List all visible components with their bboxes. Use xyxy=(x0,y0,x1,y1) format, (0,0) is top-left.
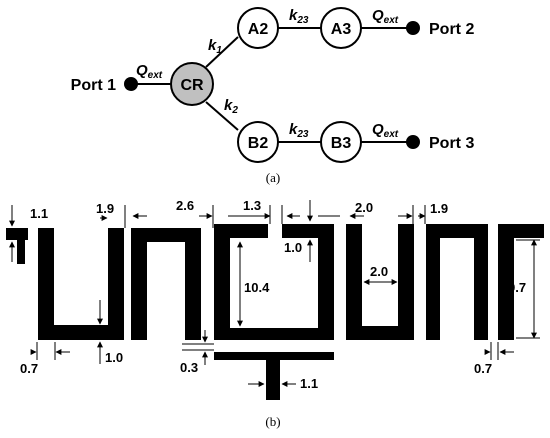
dim-1-0-bottom: 1.0 xyxy=(105,350,123,365)
port3-label: Port 3 xyxy=(429,135,474,152)
k23-label-top: k23 xyxy=(289,7,309,26)
res3-right-arm xyxy=(318,224,334,340)
res1-right-arm xyxy=(108,228,124,340)
res1-left-top xyxy=(38,228,54,240)
dim-0-3: 0.3 xyxy=(180,360,198,375)
feed-right xyxy=(498,224,544,238)
k1-label: k1 xyxy=(208,37,222,56)
port2-label: Port 2 xyxy=(429,21,474,38)
node-b2-label: B2 xyxy=(248,135,269,152)
res4-bottom xyxy=(346,326,414,340)
res2-top xyxy=(131,228,201,242)
res3-bottom xyxy=(214,328,334,340)
dim-9-7: 9.7 xyxy=(508,280,526,295)
qext-label-port2: Qext xyxy=(372,7,399,26)
node-a2-label: A2 xyxy=(248,21,269,38)
res5-left-arm xyxy=(426,224,440,340)
port3-dot xyxy=(406,135,420,149)
node-b2 xyxy=(237,121,279,163)
caption-a: (a) xyxy=(266,170,280,185)
feed-bottom-stub xyxy=(266,352,280,400)
res4-right-arm xyxy=(398,224,414,340)
dim-0-7-right: 0.7 xyxy=(474,361,492,376)
dim-2-0-mid: 2.0 xyxy=(370,264,388,279)
line-cr-b2 xyxy=(205,101,239,131)
res1-left-arm xyxy=(38,228,54,340)
caption-b: (b) xyxy=(265,414,280,429)
k23-label-bottom: k23 xyxy=(289,121,309,140)
k2-label: k2 xyxy=(224,97,238,116)
dim-0-7-left: 0.7 xyxy=(20,361,38,376)
port1-dot xyxy=(124,77,138,91)
dim-2-6: 2.6 xyxy=(176,198,194,213)
qext-label-port1: Qext xyxy=(136,62,163,81)
dim-1-1-feed: 1.1 xyxy=(30,206,48,221)
res3-left-arm xyxy=(214,224,230,340)
layout-diagram: 1.1 1.9 2.6 1.3 2.0 1.9 1.0 10.4 2.0 9.7… xyxy=(6,198,544,429)
feed-left-stub xyxy=(17,228,25,264)
res5-right-arm xyxy=(474,224,488,340)
res6-arm xyxy=(498,224,514,340)
port1-label: Port 1 xyxy=(71,77,116,94)
node-b3-label: B3 xyxy=(331,135,352,152)
node-cr-label: CR xyxy=(180,77,204,94)
dim-1-9-right: 1.9 xyxy=(430,201,448,216)
node-cr xyxy=(170,62,214,106)
dim-2-0-top: 2.0 xyxy=(355,200,373,215)
port2-dot xyxy=(406,21,420,35)
dim-1-0-center: 1.0 xyxy=(284,240,302,255)
res1-bottom xyxy=(38,325,124,340)
dim-1-1-stub: 1.1 xyxy=(300,376,318,391)
node-b3 xyxy=(320,121,362,163)
microstrip-layout xyxy=(6,224,544,400)
line-cr-a2 xyxy=(205,36,239,68)
node-a3-label: A3 xyxy=(331,21,352,38)
qext-label-port3: Qext xyxy=(372,121,399,140)
res2-right-arm xyxy=(185,228,201,340)
res5-top xyxy=(426,224,488,238)
dim-10-4: 10.4 xyxy=(244,280,270,295)
dimension-lines xyxy=(9,200,540,387)
res4-left-arm xyxy=(346,224,362,340)
res3-right-top xyxy=(282,224,334,238)
coupling-diagram: CR A2 A3 B2 B3 Port 1 Port 2 Port 3 Qext… xyxy=(71,7,474,185)
dim-1-9-left: 1.9 xyxy=(96,201,114,216)
dim-1-3: 1.3 xyxy=(243,198,261,213)
res4-top xyxy=(346,224,362,238)
node-a3 xyxy=(320,7,362,49)
res2-left-arm xyxy=(131,228,147,340)
node-a2 xyxy=(237,7,279,49)
